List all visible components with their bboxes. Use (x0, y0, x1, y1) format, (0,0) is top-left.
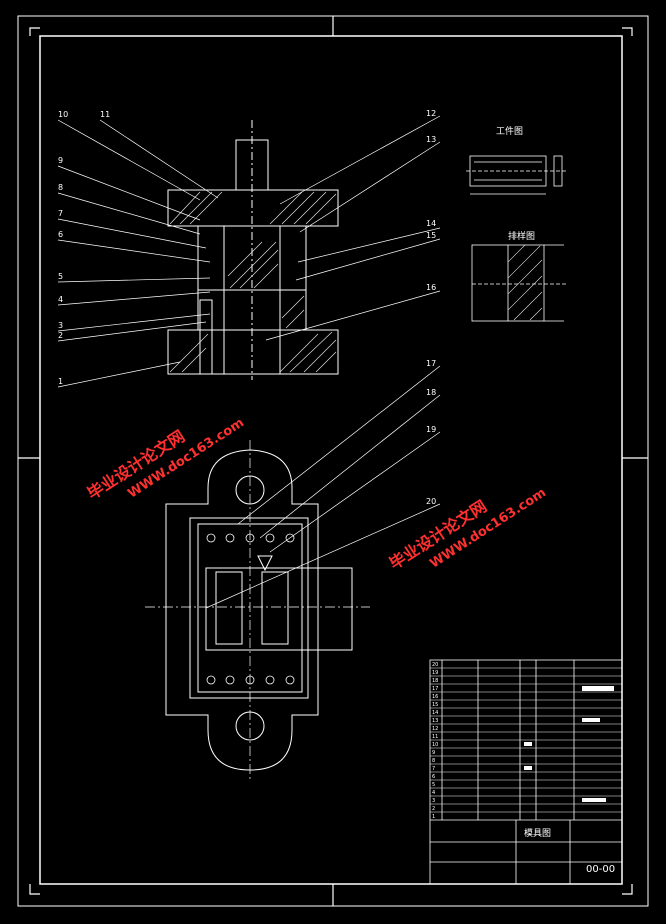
callout-2: 2 (58, 331, 63, 340)
callout-16: 16 (426, 283, 436, 292)
bom-no: 15 (432, 702, 438, 708)
plan-holes (206, 533, 295, 685)
bom-no: 19 (432, 670, 438, 676)
bom-no: 13 (432, 718, 438, 724)
inner-frame (39, 35, 623, 885)
bom-no: 20 (432, 662, 438, 668)
outer-frame (17, 15, 649, 907)
callout-9: 9 (58, 156, 63, 165)
callout-12: 12 (426, 109, 436, 118)
watermark-right: 毕业设计论文网 WWW.doc163.com (386, 485, 549, 573)
die-section-view (167, 120, 339, 380)
bom-no: 18 (432, 678, 438, 684)
callout-13: 13 (426, 135, 436, 144)
callout-4: 4 (58, 295, 63, 304)
bom-no: 2 (432, 806, 435, 812)
bom-filled-cells (524, 686, 614, 802)
callout-17: 17 (426, 359, 436, 368)
bom-rows (430, 667, 622, 813)
bom-no: 3 (432, 798, 435, 804)
bom-no: 17 (432, 686, 438, 692)
drawing-name: 模具图 (524, 828, 551, 839)
bom-no: 4 (432, 790, 435, 796)
strip-hatching (507, 244, 543, 321)
bom-no: 11 (432, 734, 438, 740)
bom-no: 9 (432, 750, 435, 756)
callout-3: 3 (58, 321, 63, 330)
bom-no: 5 (432, 782, 435, 788)
callouts-left: 10 11 9 8 7 6 5 4 3 2 1 (58, 110, 110, 386)
callout-1: 1 (58, 377, 63, 386)
bom-no: 8 (432, 758, 435, 764)
callout-18: 18 (426, 388, 436, 397)
bom-no: 7 (432, 766, 435, 772)
bom-no: 6 (432, 774, 435, 780)
callout-5: 5 (58, 272, 63, 281)
bom-no: 1 (432, 814, 435, 820)
callout-15: 15 (426, 231, 436, 240)
callout-7: 7 (58, 209, 63, 218)
bom-no: 14 (432, 710, 438, 716)
bom-numbers: 20 19 18 17 16 15 14 13 12 11 10 9 8 7 6… (432, 662, 438, 820)
centerlines (145, 440, 370, 780)
callout-20: 20 (426, 497, 436, 506)
callout-19: 19 (426, 425, 436, 434)
callout-10: 10 (58, 110, 68, 119)
callout-8: 8 (58, 183, 63, 192)
strip-layout-view (471, 244, 566, 322)
corner-marks (18, 16, 648, 906)
leader-lines-right (205, 115, 441, 609)
callout-11: 11 (100, 110, 110, 119)
callouts-right: 12 13 14 15 16 17 18 19 20 (426, 109, 436, 506)
bom-no: 16 (432, 694, 438, 700)
workpiece-view (466, 155, 566, 195)
drawing-number: 00-00 (586, 864, 615, 875)
workpiece-title: 工件图 (496, 125, 523, 137)
callout-14: 14 (426, 219, 436, 228)
section-hatching (169, 191, 337, 373)
bom-no: 10 (432, 742, 438, 748)
bom-no: 12 (432, 726, 438, 732)
callout-6: 6 (58, 230, 63, 239)
layout-title: 排样图 (508, 230, 535, 242)
plan-view (165, 449, 353, 771)
leader-lines-left (57, 119, 219, 388)
